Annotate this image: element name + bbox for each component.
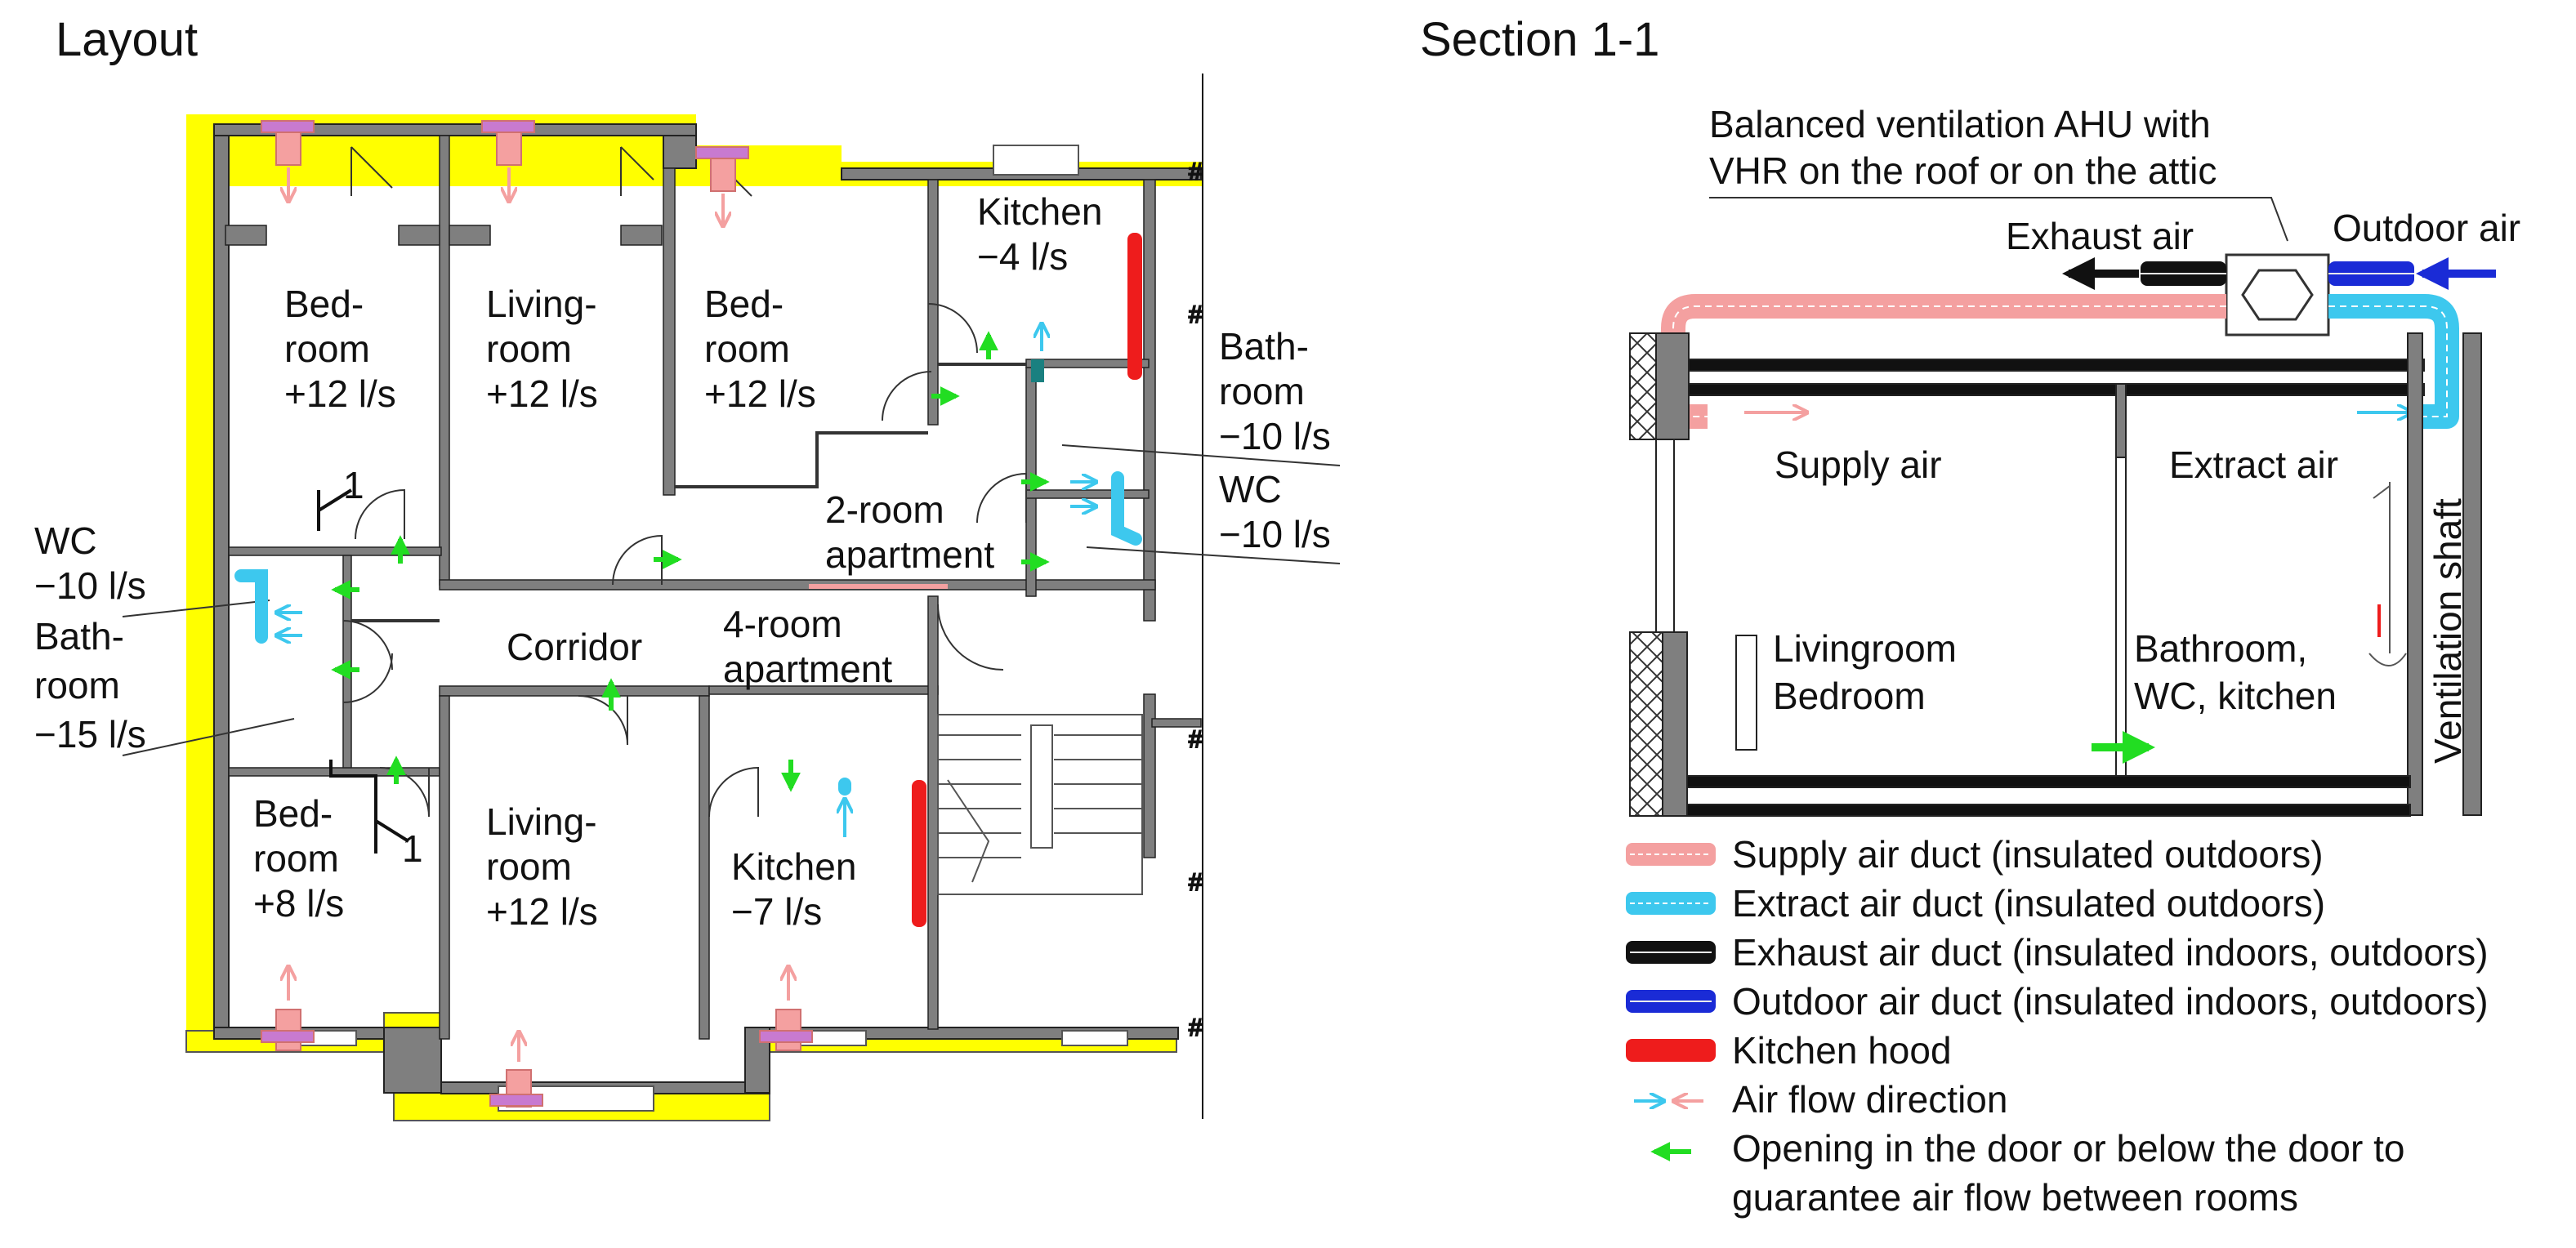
partitions	[351, 363, 1026, 622]
bathroom-w-name1: Bath-	[34, 615, 124, 657]
bedroom-n-name1: Bed-	[704, 283, 784, 325]
break-marks: # # # # #	[1188, 74, 1203, 1119]
exhaust-air-label: Exhaust air	[2006, 215, 2194, 257]
kitchen-s-name: Kitchen	[731, 845, 856, 888]
heat-recovery-icon	[2241, 269, 2314, 321]
legend-label-airflow: Air flow direction	[1732, 1078, 2007, 1121]
section-drawing: Balanced ventilation AHU with VHR on the…	[1629, 103, 2520, 817]
floor-plan: 1 1 # # # # #	[34, 74, 1341, 1121]
kitchen-n-flow: −4 l/s	[977, 235, 1068, 278]
kitchen-s-flow: −7 l/s	[731, 890, 822, 933]
livingroom-n-name1: Living-	[486, 283, 597, 325]
kitchen-hood-south	[912, 780, 926, 927]
apartment-2-line2: apartment	[825, 533, 994, 576]
leader-lines	[122, 444, 1341, 756]
ahu-leader	[1709, 197, 2288, 242]
bedroom-n-name2: room	[704, 328, 790, 370]
wc-e-name: WC	[1219, 468, 1282, 510]
ventilation-shaft-label: Ventilation shaft	[2426, 498, 2469, 764]
room-right-line1: Bathroom,	[2134, 627, 2307, 670]
section-structure	[1629, 332, 2482, 817]
legend-item-opening: Opening in the door or below the door to…	[1650, 1127, 2404, 1219]
legend-label-supply: Supply air duct (insulated outdoors)	[1732, 833, 2324, 876]
apartment-4-line2: apartment	[723, 648, 892, 690]
legend-label-hood: Kitchen hood	[1732, 1029, 1952, 1072]
supply-direction-arrows	[288, 167, 788, 1062]
door-opening-arrows	[331, 331, 1050, 792]
legend-label-opening-line1: Opening in the door or below the door to	[1732, 1127, 2404, 1170]
legend-item-supply: Supply air duct (insulated outdoors)	[1626, 833, 2324, 876]
outdoor-air-label: Outdoor air	[2333, 207, 2520, 249]
section-mark-top: 1	[343, 464, 364, 506]
wc-w-flow: −10 l/s	[34, 564, 146, 607]
legend-label-opening-line2: guarantee air flow between rooms	[1732, 1176, 2298, 1219]
svg-text:#: #	[1189, 869, 1203, 896]
bedroom-nw-flow: +12 l/s	[284, 372, 396, 415]
section-title: Section 1-1	[1420, 13, 1659, 66]
section-mark-bottom: 1	[402, 827, 423, 870]
livingroom-s-flow: +12 l/s	[486, 890, 598, 933]
outer-walls	[213, 123, 1202, 1094]
legend-item-extract: Extract air duct (insulated outdoors)	[1626, 882, 2325, 925]
supply-air-label: Supply air	[1775, 443, 1942, 486]
wc-e-flow: −10 l/s	[1219, 513, 1331, 555]
shower-icon	[2368, 482, 2407, 666]
legend-label-outdoor: Outdoor air duct (insulated indoors, out…	[1732, 980, 2489, 1023]
bathroom-e-name2: room	[1219, 370, 1305, 412]
supply-terminals	[261, 120, 813, 1108]
extract-air-label: Extract air	[2169, 443, 2338, 486]
apartment-2-line1: 2-room	[825, 488, 944, 531]
extract-ducts	[234, 471, 1142, 796]
bathroom-w-flow: −15 l/s	[34, 713, 146, 755]
bedroom-nw-name1: Bed-	[284, 283, 364, 325]
wc-w-name: WC	[34, 519, 97, 562]
svg-text:#: #	[1189, 1014, 1203, 1041]
livingroom-s-name1: Living-	[486, 800, 597, 843]
stairs	[937, 714, 1143, 895]
layout-title: Layout	[56, 13, 198, 66]
extract-hood-kitchen-n	[1031, 359, 1044, 382]
bedroom-nw-name2: room	[284, 328, 370, 370]
corridor-name: Corridor	[507, 626, 642, 668]
kitchen-hood-north	[1127, 233, 1142, 380]
legend-swatch-hood	[1626, 1039, 1716, 1062]
ahu-label-line2: VHR on the roof or on the attic	[1709, 149, 2217, 192]
bedroom-n-flow: +12 l/s	[704, 372, 816, 415]
room-right-line2: WC, kitchen	[2134, 675, 2337, 717]
bedroom-sw-name2: room	[253, 837, 339, 880]
ahu-label-line1: Balanced ventilation AHU with	[1709, 103, 2211, 145]
section-cut-marks	[317, 488, 410, 854]
legend-item-hood: Kitchen hood	[1626, 1029, 1952, 1072]
legend: Supply air duct (insulated outdoors) Ext…	[1626, 833, 2489, 1219]
room-left-line2: Bedroom	[1773, 675, 1926, 717]
legend-label-exhaust: Exhaust air duct (insulated indoors, out…	[1732, 931, 2489, 974]
svg-text:#: #	[1189, 726, 1203, 753]
legend-item-airflow: Air flow direction	[1634, 1078, 2007, 1121]
legend-item-exhaust: Exhaust air duct (insulated indoors, out…	[1626, 931, 2489, 974]
svg-text:#: #	[1189, 158, 1203, 185]
legend-label-extract: Extract air duct (insulated outdoors)	[1732, 882, 2325, 925]
legend-item-outdoor: Outdoor air duct (insulated indoors, out…	[1626, 980, 2489, 1023]
livingroom-s-name2: room	[486, 845, 572, 888]
bathroom-e-name1: Bath-	[1219, 325, 1309, 368]
svg-text:#: #	[1189, 301, 1203, 328]
bedroom-sw-flow: +8 l/s	[253, 882, 344, 925]
bathroom-e-flow: −10 l/s	[1219, 415, 1331, 457]
livingroom-n-name2: room	[486, 328, 572, 370]
kitchen-n-name: Kitchen	[977, 190, 1102, 233]
bedroom-sw-name1: Bed-	[253, 792, 333, 835]
extract-direction-arrows	[278, 325, 1095, 837]
livingroom-n-flow: +12 l/s	[486, 372, 598, 415]
apartment-4-line1: 4-room	[723, 603, 842, 645]
room-left-line1: Livingroom	[1773, 627, 1957, 670]
room-labels: Bed- room +12 l/s Living- room +12 l/s B…	[34, 190, 1331, 933]
bathroom-w-name2: room	[34, 664, 120, 706]
